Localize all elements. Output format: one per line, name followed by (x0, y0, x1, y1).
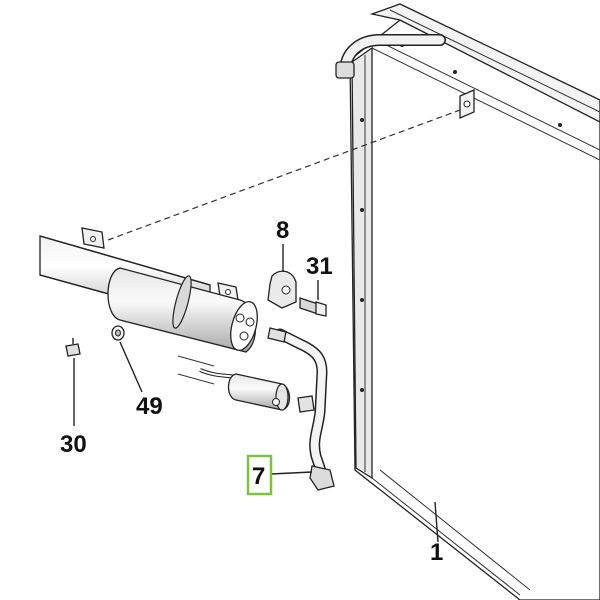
bolt-30 (65, 338, 81, 357)
callout-7-highlight[interactable]: 7 (246, 454, 273, 496)
callout-7: 7 (252, 463, 265, 490)
pressure-switch (177, 355, 291, 411)
tube-bracket (81, 227, 105, 249)
callout-1: 1 (430, 539, 443, 566)
callout-49: 49 (136, 393, 163, 420)
clamp-bracket (267, 270, 297, 309)
condenser-bracket (459, 89, 475, 119)
callout-8: 8 (276, 217, 289, 244)
bolt-31 (299, 297, 327, 317)
callout-30: 30 (60, 431, 87, 458)
leader-lines (73, 244, 439, 543)
refrigerant-pipe (267, 327, 335, 491)
condenser-inlet-pipe (335, 34, 446, 79)
receiver-drier (107, 267, 258, 353)
callout-31: 31 (306, 253, 333, 280)
washer-49 (111, 325, 125, 341)
alignment-dashed-line (107, 109, 461, 241)
condenser (349, 3, 600, 600)
